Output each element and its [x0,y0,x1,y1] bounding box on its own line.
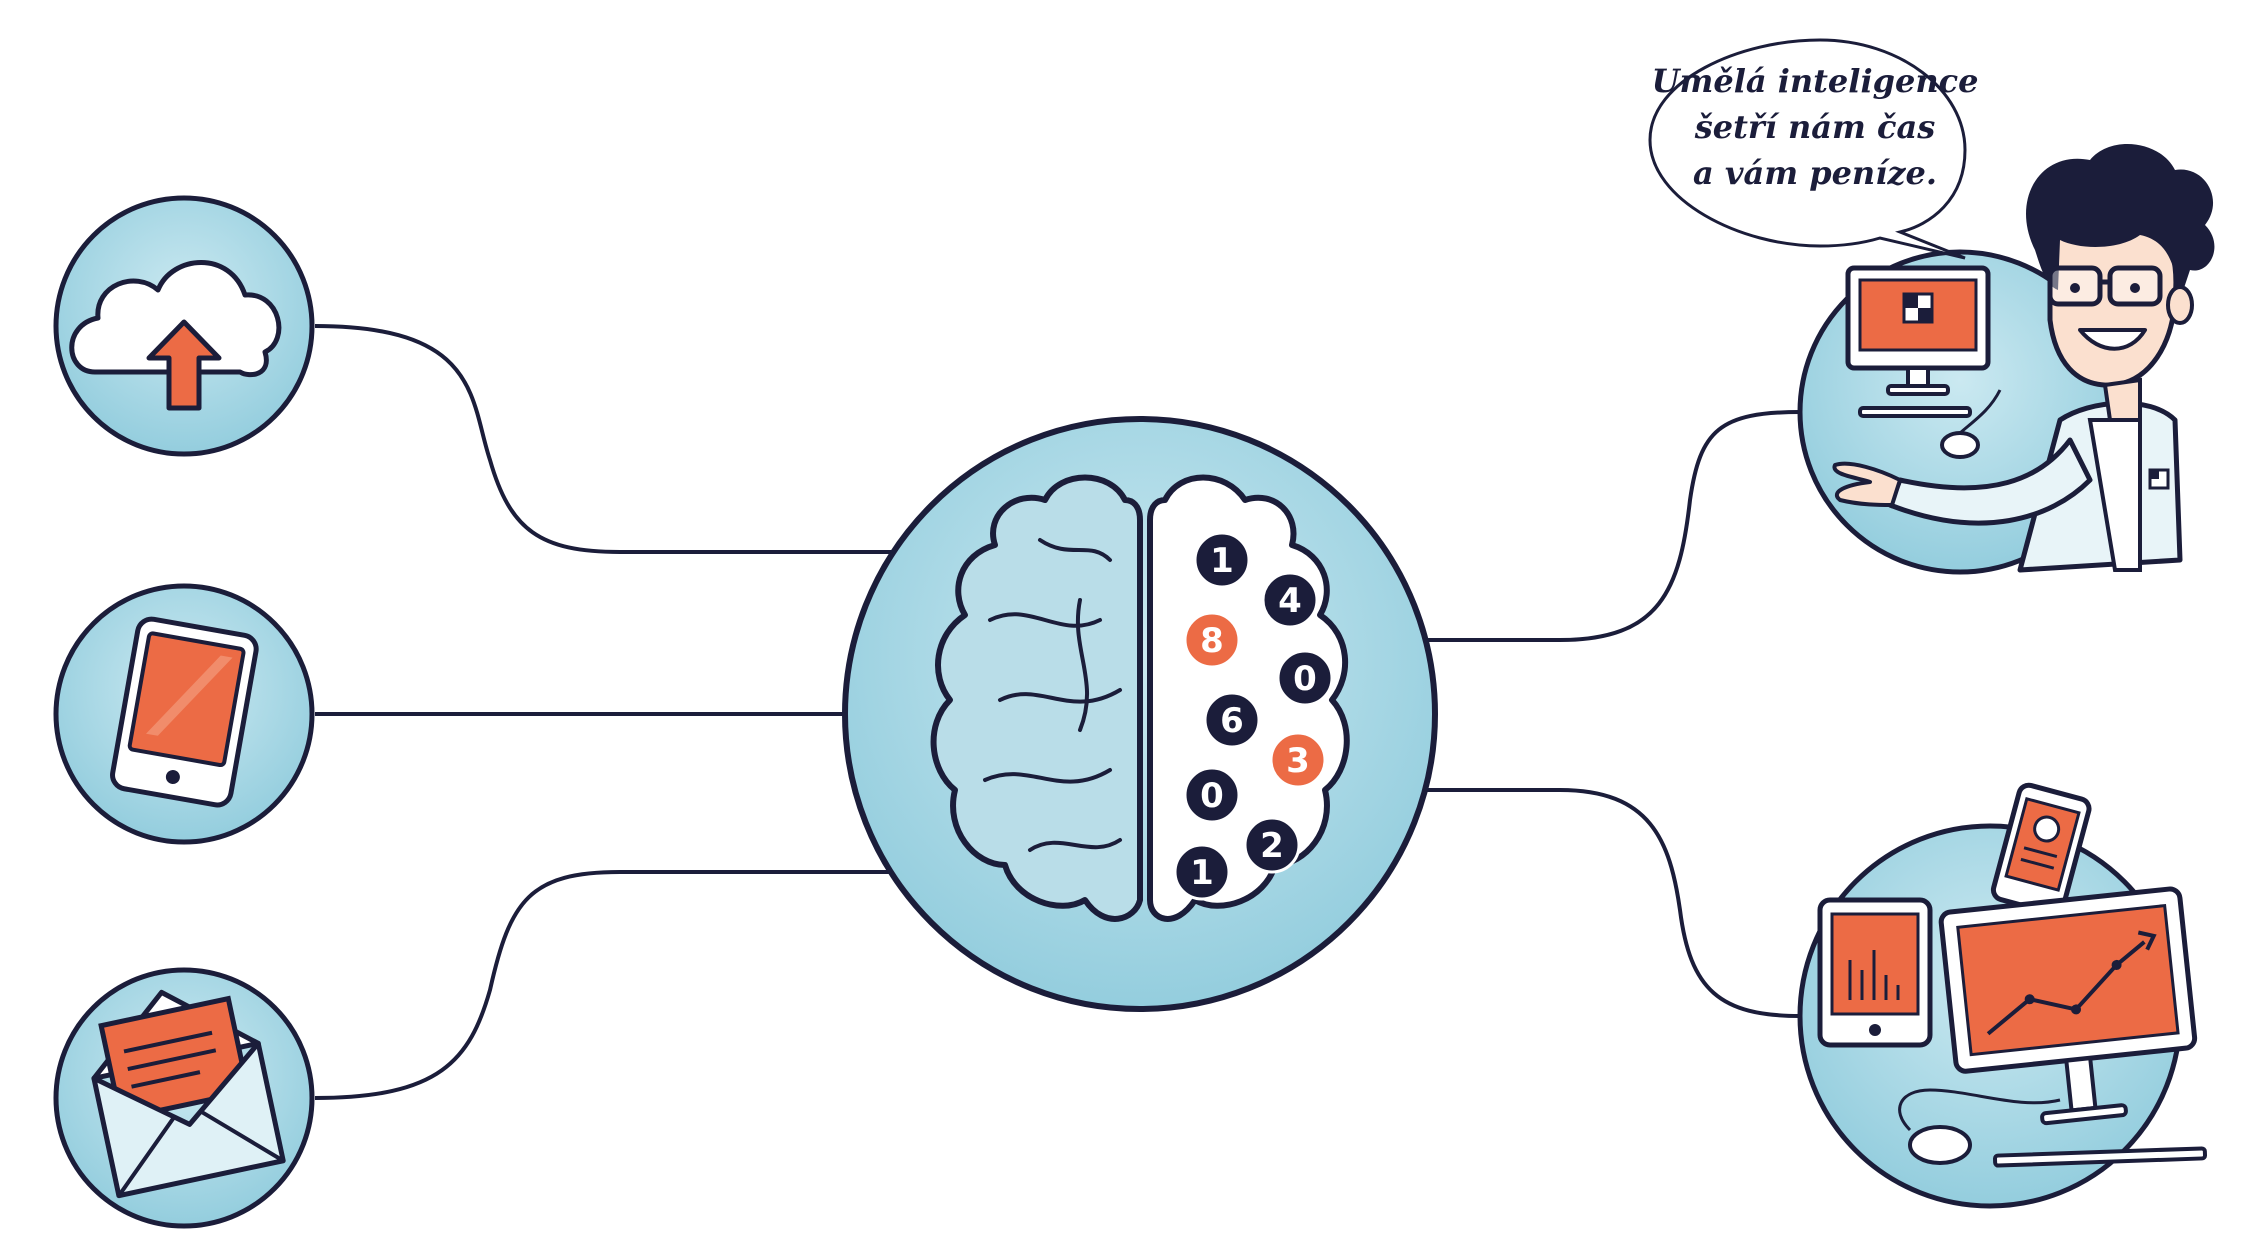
tablet-small-icon [1817,897,1933,1048]
digit-badge: 0 [1183,766,1241,824]
digit-label: 3 [1286,741,1310,781]
scientist-at-computer-icon [1832,143,2215,573]
digit-badge: 1 [1173,843,1231,901]
connector-scientist [1370,410,1801,642]
digit-badge: 1 [1193,531,1251,589]
speech-bubble-text: Umělá inteligence šetří nám čas a vám pe… [1650,58,1980,196]
speech-line-1: Umělá inteligence [1651,62,1979,100]
cloud-upload-icon [69,260,282,411]
tablet-icon [110,616,259,808]
digit-label: 0 [1200,776,1224,816]
envelope-icon [91,989,286,1199]
digit-label: 1 [1190,853,1214,893]
digit-badge: 8 [1183,611,1241,669]
digit-badge: 3 [1269,731,1327,789]
speech-line-2: šetří nám čas [1694,108,1936,146]
envelope-node [53,967,315,1229]
brain-left-hemisphere [930,474,1143,922]
digit-badge: 4 [1261,571,1319,629]
connector-lines [314,324,1801,1100]
digit-badge: 6 [1203,691,1261,749]
digit-label: 0 [1293,659,1317,699]
cloud-upload-node [53,195,315,457]
devices-analytics-icon [1817,782,2208,1168]
speech-line-3: a vám peníze. [1692,154,1938,192]
devices-node [1797,782,2208,1209]
connector-cloud [314,324,1000,554]
scientist-node [1797,143,2215,575]
monitor-chart-icon [1938,886,2198,1126]
digit-label: 4 [1278,581,1302,621]
digit-label: 2 [1260,826,1284,866]
digit-label: 6 [1220,701,1244,741]
digit-label: 8 [1200,621,1224,661]
connector-envelope [314,870,980,1100]
digit-badge: 2 [1243,816,1301,874]
tablet-node [53,583,315,845]
connector-devices [1370,788,1801,1018]
phone-icon [1990,782,2092,916]
digit-label: 1 [1210,541,1234,581]
speech-bubble [1648,38,1967,260]
digit-badge: 0 [1276,649,1334,707]
